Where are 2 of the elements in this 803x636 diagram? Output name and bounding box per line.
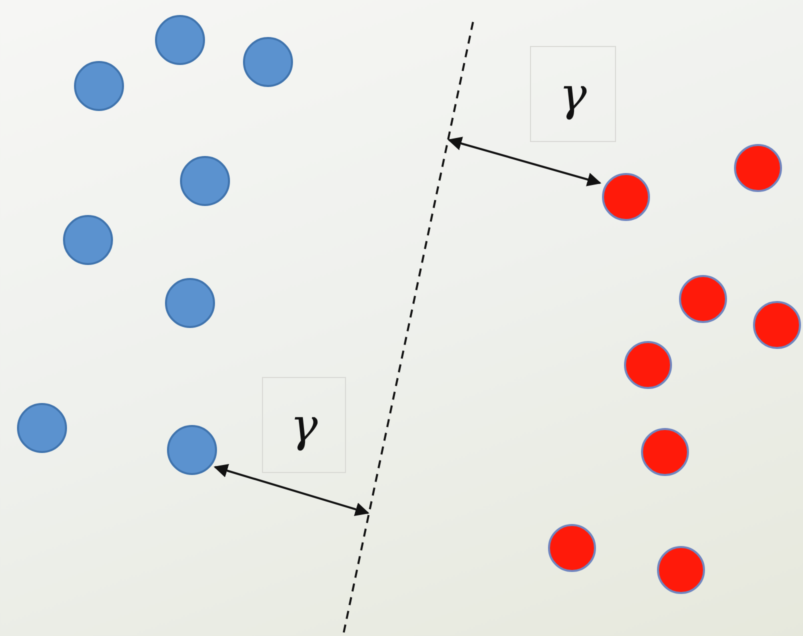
margin-label: γ bbox=[530, 46, 616, 142]
margin-label: γ bbox=[262, 377, 346, 473]
